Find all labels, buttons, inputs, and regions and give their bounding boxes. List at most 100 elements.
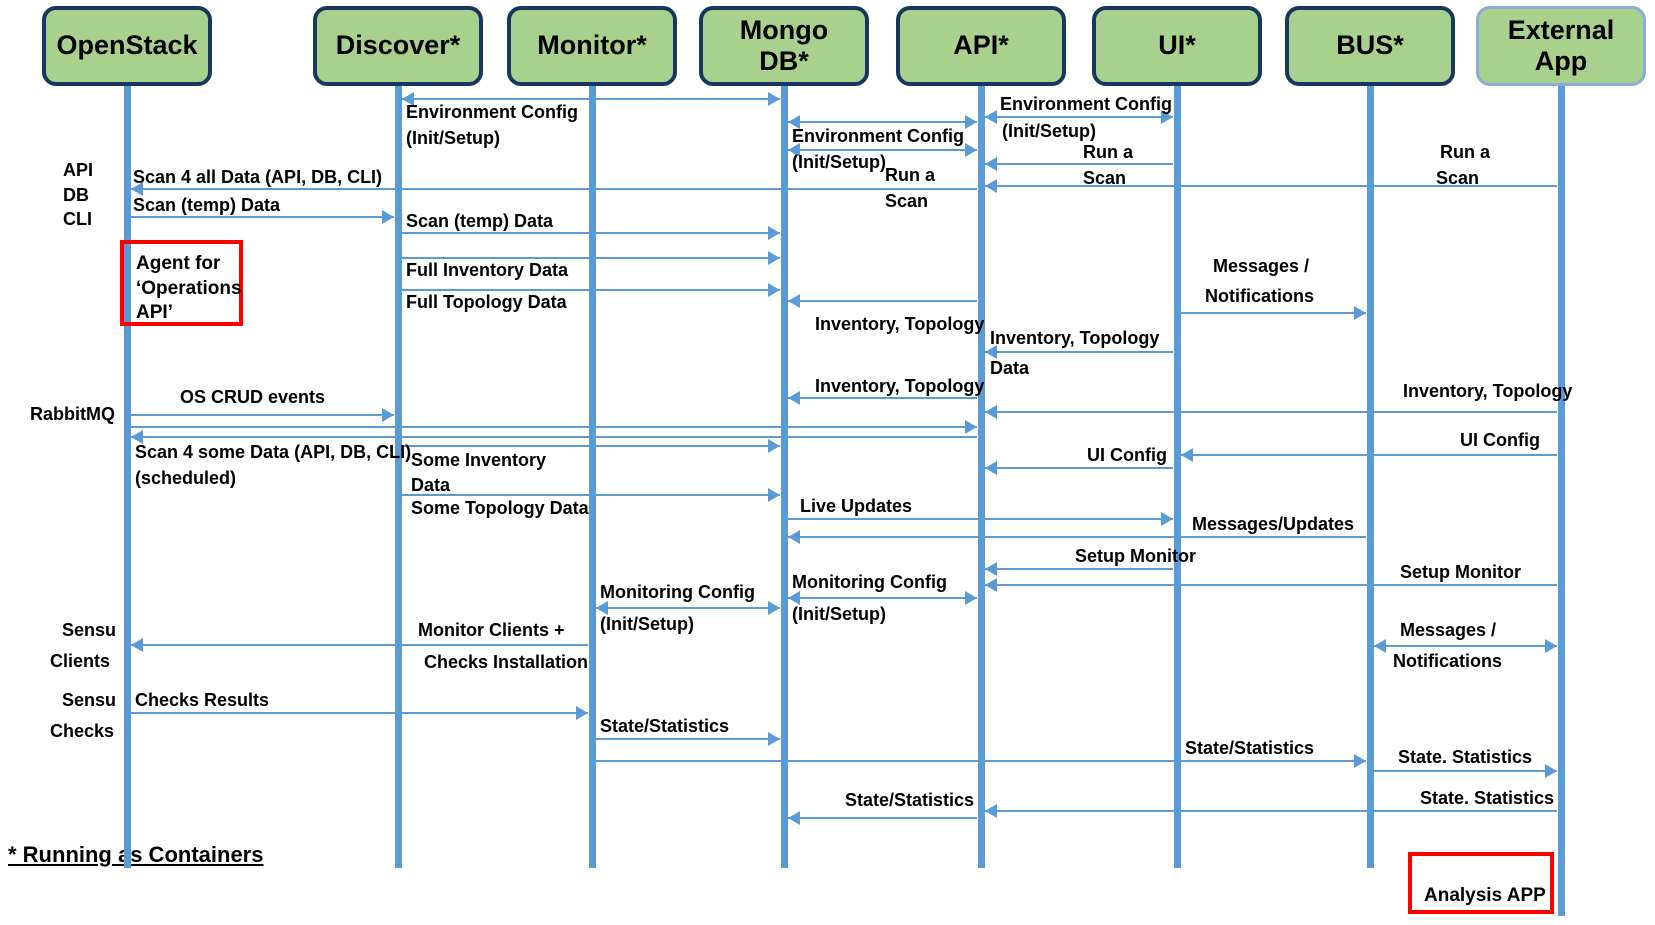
arrowhead-left-run-a-scan-ui-api [985,157,997,171]
message-label: Inventory, Topology [990,328,1160,348]
actor-box-openstack: OpenStack [42,6,212,86]
message-label: OS CRUD events [180,387,326,407]
message-label: Scan (temp) Data [133,195,281,215]
arrowhead-left-messages-notifications-bus-external [1374,639,1386,653]
message-label: UI Config [1460,430,1540,450]
message-arrow-monitor-clients-monitor-openstack [131,644,588,646]
message-label: CLI [63,209,92,229]
message-label: Messages / [1213,256,1310,276]
message-label: Checks Results [135,690,270,710]
arrowhead-left-messages-updates-bus-mongodb [788,530,800,544]
message-label: Clients [50,651,111,671]
arrowhead-right-state-statistics-bus-external [1545,764,1557,778]
message-label: State/Statistics [845,790,975,810]
message-arrow-state-statistics-api-mongodb [788,817,977,819]
actor-label-monitor: Monitor* [537,30,647,61]
message-arrow-ui-config-ui-api [985,467,1173,469]
arrowhead-right-monitoring-config-monitor-mongodb [768,601,780,615]
message-label: Inventory, Topology [815,314,985,334]
message-label: Setup Monitor [1075,546,1196,566]
arrowhead-left-inventory-topology-external-api [985,405,997,419]
message-arrow-scan-temp-data-discover-mongodb [402,232,780,234]
message-label: (Init/Setup) [406,128,500,148]
arrowhead-left-monitor-clients-monitor-openstack [131,638,143,652]
message-label: Inventory, Topology [1403,381,1573,401]
arrowhead-left-state-statistics-api-mongodb [788,811,800,825]
arrowhead-left-monitoring-config-monitor-mongodb [596,601,608,615]
message-arrow-setup-monitor-ui-api [985,568,1173,570]
message-label: State/Statistics [600,716,730,736]
message-arrow-live-updates-mongodb-ui [788,518,1173,520]
message-label: UI Config [1087,445,1167,465]
actor-box-bus: BUS* [1285,6,1455,86]
message-arrow-messages-updates-bus-mongodb [788,536,1366,538]
message-arrow-env-config-discover-mongodb [402,98,780,100]
message-arrow-scan-4-some-request [131,426,977,428]
message-arrow-setup-monitor-external-api [985,584,1557,586]
arrowhead-left-setup-monitor-external-api [985,578,997,592]
message-label: DB [63,185,89,205]
message-label: Some Inventory [411,450,547,470]
message-label: Environment Config [1000,94,1172,114]
analysis-annotation-text: Analysis APP [1424,885,1546,906]
lifeline-external-app [1557,86,1565,916]
actor-box-ui: UI* [1092,6,1262,86]
footnote-running-as-containers: * Running as Containers [8,842,264,867]
message-arrow-os-crud-events [131,414,394,416]
arrowhead-right-env-config-discover-mongodb [768,92,780,106]
message-label: (Init/Setup) [600,614,694,634]
message-arrow-full-inventory-data [402,257,780,259]
message-arrow-state-statistics-bus-external [1374,770,1557,772]
message-label: Scan [1436,168,1480,188]
message-label: Messages/Updates [1192,514,1355,534]
arrowhead-right-live-updates-mongodb-ui [1161,512,1173,526]
message-arrow-env-config-api-ui [985,116,1173,118]
lifeline-bus [1366,86,1374,868]
actor-label-openstack: OpenStack [56,30,198,61]
message-label: Inventory, Topology [815,376,985,396]
message-label: Monitor Clients + [418,620,565,640]
message-arrow-scan-temp-data-openstack-discover [131,216,394,218]
message-label: Scan [1083,168,1127,188]
message-label: (Init/Setup) [792,604,886,624]
arrowhead-left-run-a-scan-external-api [985,179,997,193]
arrowhead-right-env-config-mongodb-api-1 [965,115,977,129]
actor-box-api: API* [896,6,1066,86]
arrowhead-right-full-topology-data [768,283,780,297]
lifeline-mongodb [780,86,788,868]
lifeline-ui [1173,86,1181,868]
message-label: Data [411,475,451,495]
arrowhead-left-ui-config-ui-api [985,461,997,475]
arrowhead-left-state-statistics-external-api [985,804,997,818]
arrowhead-right-messages-notifications-ui-bus [1354,306,1366,320]
message-arrow-some-inventory-data [402,445,780,447]
arrowhead-right-env-config-mongodb-api-2 [965,143,977,157]
message-arrow-state-statistics-external-api [985,810,1557,812]
arrowhead-right-monitoring-config-mongodb-api [965,591,977,605]
arrowhead-left-inventory-topology-data-ui-api [985,345,997,359]
arrowhead-right-scan-4-some-request [965,420,977,434]
message-arrow-scan-4-some-data-api-openstack [131,436,977,438]
arrowhead-left-env-config-mongodb-api-2 [788,143,800,157]
arrowhead-left-scan-4-some-data-api-openstack [131,430,143,444]
arrowhead-right-scan-temp-data-openstack-discover [382,210,394,224]
message-label: Full Inventory Data [406,260,569,280]
arrowhead-left-env-config-mongodb-api-1 [788,115,800,129]
agent-annotation-text: Agent for‘Operations API’ [136,253,242,324]
arrowhead-right-os-crud-events [382,408,394,422]
arrowhead-right-state-statistics-monitor-bus [1354,754,1366,768]
arrowhead-left-ui-config-external-ui [1181,448,1193,462]
arrowhead-left-setup-monitor-ui-api [985,562,997,576]
message-label: Scan [885,191,929,211]
arrowhead-right-some-topology-data [768,488,780,502]
message-arrow-ui-config-external-ui [1181,454,1557,456]
message-label: Scan 4 all Data (API, DB, CLI) [133,167,383,187]
message-arrow-run-a-scan-ui-api [985,163,1173,165]
actor-label-discover: Discover* [335,30,461,61]
arrowhead-right-some-inventory-data [768,439,780,453]
arrowhead-left-env-config-discover-mongodb [402,92,414,106]
lifeline-openstack [123,86,131,868]
